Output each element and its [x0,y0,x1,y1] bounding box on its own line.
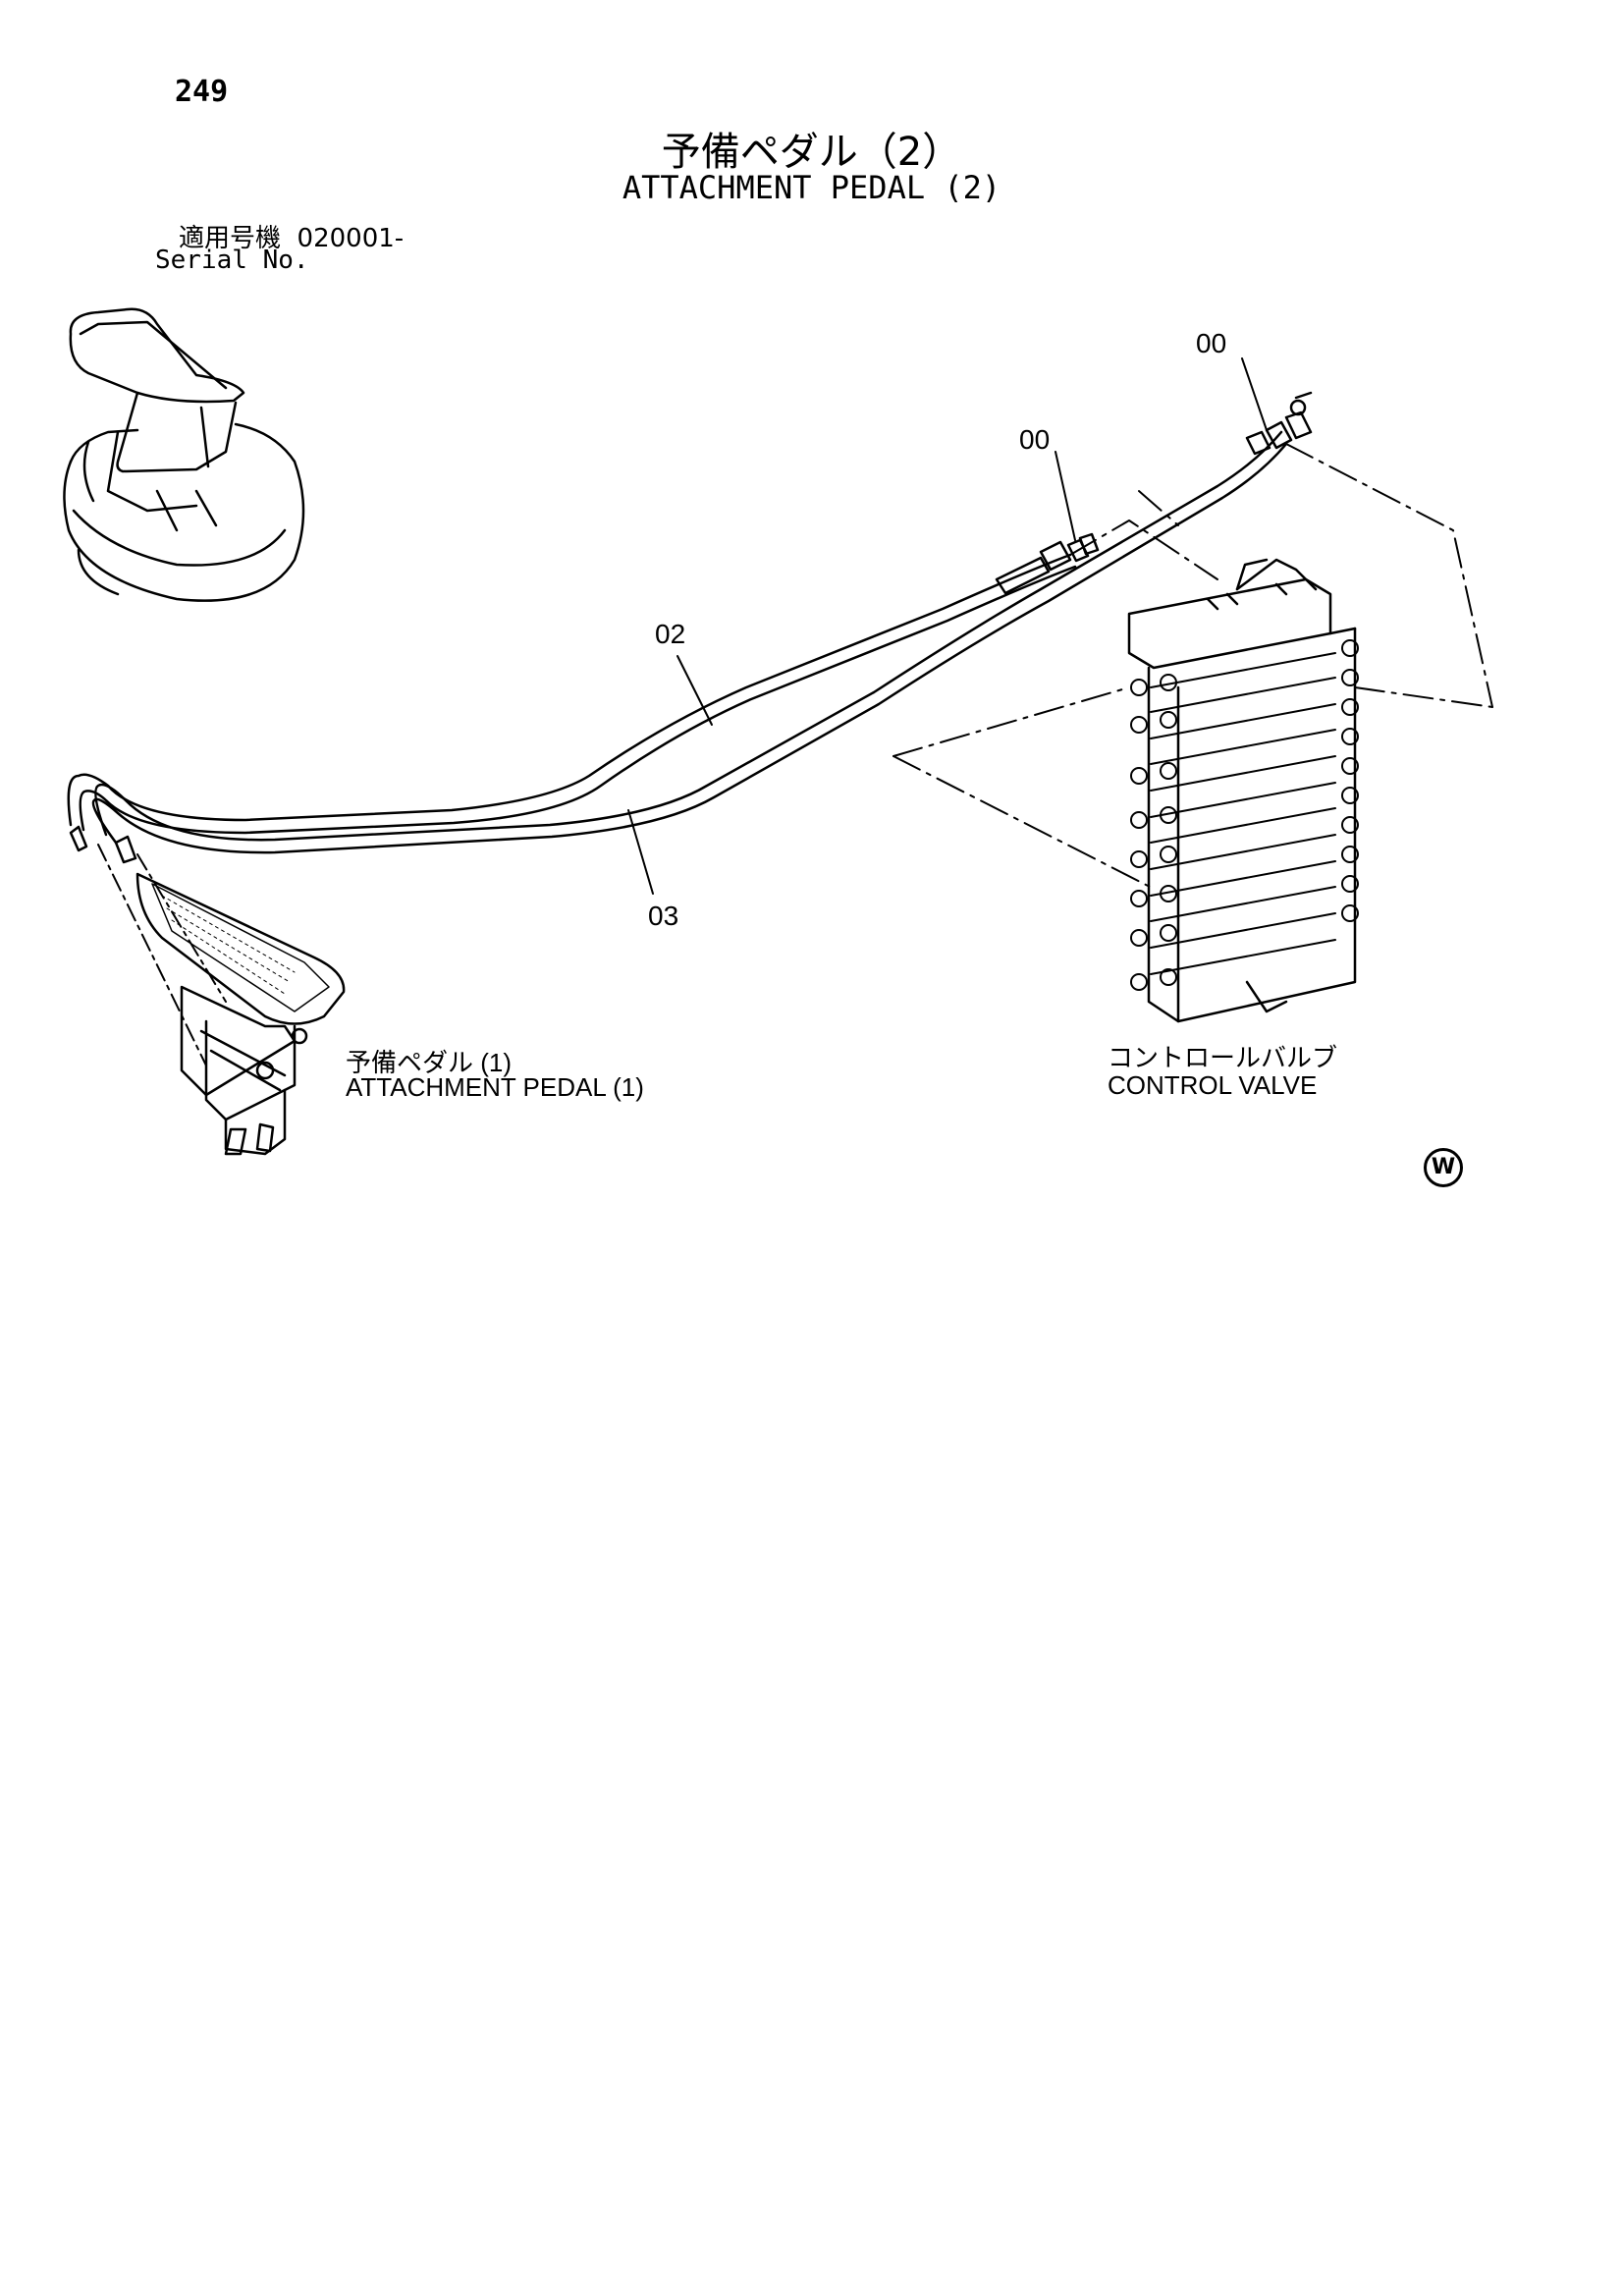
cab-inset-illustration [63,307,305,602]
reference-box [893,443,1493,890]
page-number: 249 [175,75,229,109]
callout-00-upper: 00 [1196,328,1227,358]
title-english: ATTACHMENT PEDAL (2) [622,169,1001,206]
leader-lines [627,357,1268,895]
label-valve-jp: コントロールバルブ [1108,1043,1338,1072]
label-pedal-en: ATTACHMENT PEDAL (1) [346,1072,644,1102]
label-valve-en: CONTROL VALVE [1108,1070,1318,1100]
w-mark-icon: W [1424,1148,1463,1187]
label-pedal-jp: 予備ペダル (1) [346,1048,513,1077]
callout-00-lower: 00 [1019,424,1051,455]
serial-label-en: Serial No. [155,246,309,275]
title-japanese: 予備ペダル（2） [661,130,962,175]
serial-applicable: 適用号機 020001- [179,218,404,254]
serial-label-jp: 適用号機 [179,224,282,253]
attachment-pedal-1-illustration [69,825,346,1156]
control-valve-illustration [1127,558,1359,1023]
callout-02: 02 [655,619,686,649]
hose-fittings [995,391,1313,595]
callout-03: 03 [648,901,679,931]
hose-02-03 [67,430,1288,854]
serial-value: 020001- [297,224,405,253]
